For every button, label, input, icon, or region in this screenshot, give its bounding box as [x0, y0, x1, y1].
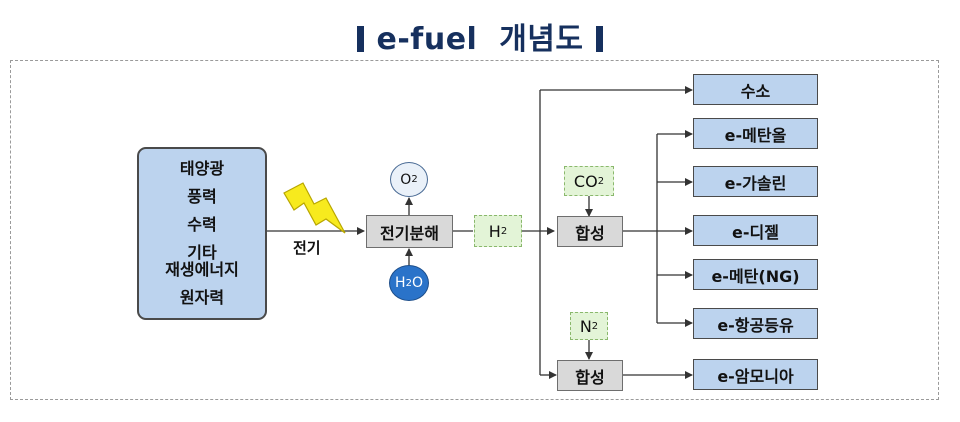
n2-subscript: 2 — [591, 320, 599, 332]
co2-formula: CO — [573, 171, 598, 191]
title-bar-right — [595, 26, 603, 52]
source-other-renewable: 기타 재생에너지 — [165, 242, 239, 280]
n2-formula: N — [579, 316, 592, 336]
title-text: e-fuel 개념도 — [376, 22, 584, 57]
water-formula: H — [395, 275, 406, 291]
hydrogen-formula: H — [488, 221, 501, 241]
energy-sources-box: 태양광 풍력 수력 기타 재생에너지 원자력 — [137, 147, 267, 320]
electricity-label: 전기 — [293, 239, 321, 257]
title-bar-left — [357, 26, 365, 52]
output-e-gasoline: e-가솔린 — [693, 166, 818, 197]
electrolysis-box: 전기분해 — [366, 215, 453, 248]
output-e-ammonia: e-암모니아 — [693, 359, 818, 390]
water-formula-tail: O — [411, 275, 423, 291]
hydrogen-subscript: 2 — [500, 225, 508, 237]
co2-subscript: 2 — [597, 175, 605, 187]
water-subscript: 2 — [405, 277, 412, 289]
synthesis-box-fuels: 합성 — [557, 216, 623, 247]
source-hydro: 수력 — [187, 214, 217, 234]
source-nuclear: 원자력 — [179, 288, 225, 308]
diagram-title: e-fuel 개념도 — [0, 14, 960, 58]
output-e-methane: e-메탄(NG) — [693, 259, 818, 290]
source-solar: 태양광 — [179, 159, 225, 179]
output-e-diesel: e-디젤 — [693, 215, 818, 246]
oxygen-formula: O — [400, 171, 412, 188]
output-e-methanol: e-메탄올 — [693, 118, 818, 149]
output-hydrogen: 수소 — [693, 74, 818, 105]
oxygen-subscript: 2 — [411, 174, 418, 185]
diagram-frame — [10, 60, 939, 400]
synthesis-box-ammonia: 합성 — [557, 360, 623, 391]
output-e-jet-fuel: e-항공등유 — [693, 308, 818, 339]
source-wind: 풍력 — [187, 187, 217, 207]
lightning-bolt-icon — [283, 182, 346, 234]
